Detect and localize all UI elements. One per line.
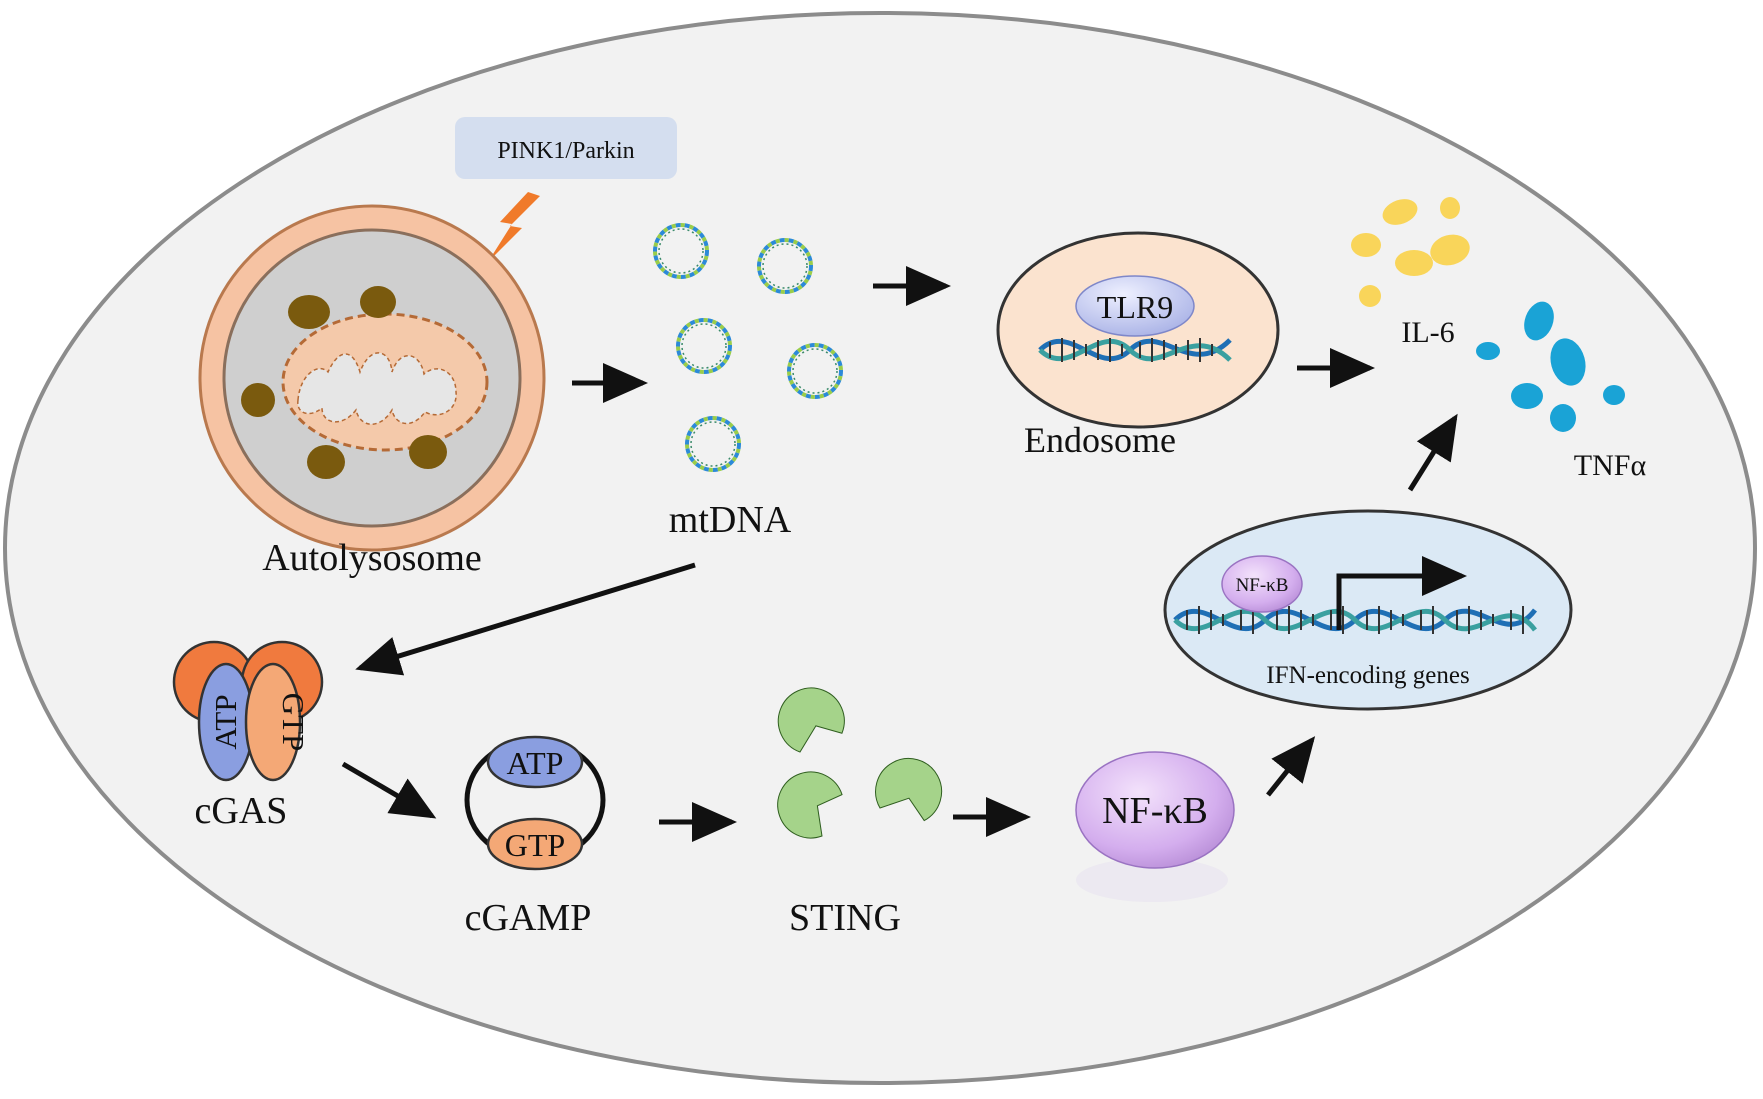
mitochondrial-cristae [297, 352, 457, 425]
cgas-atp-label: ATP [208, 694, 243, 749]
nfkb-label: NF-κB [1102, 790, 1208, 832]
gtp-molecule [244, 662, 302, 782]
pink1-parkin-box: PINK1/Parkin [455, 117, 677, 179]
tlr9-label: TLR9 [1097, 289, 1173, 325]
cgas-enzyme: ATP GTP [172, 640, 324, 782]
cgamp-atp-label: ATP [507, 745, 564, 781]
endosome: TLR9 [996, 231, 1280, 429]
il6-cytokines [1351, 197, 1470, 307]
nucleus: NF-κB IFN-encoding genes [1163, 509, 1573, 711]
granule [307, 445, 345, 479]
nucleus-dna-helix [1173, 606, 1537, 634]
sting-protein [777, 687, 845, 753]
cgamp-gtp-label: GTP [505, 827, 565, 863]
tlr9-receptor [1075, 275, 1195, 337]
pink1-parkin-label: PINK1/Parkin [497, 138, 634, 164]
endosome-dna-helix [1038, 338, 1232, 362]
lightning-icon [488, 192, 540, 262]
nfkb-bound-label: NF-κB [1236, 575, 1289, 596]
granule [360, 286, 396, 318]
arrow-nfkb-nucleus [1266, 736, 1316, 797]
autolysosome-label: Autolysosome [262, 537, 482, 579]
autolysosome [198, 204, 546, 552]
cgas-label: cGAS [195, 790, 288, 832]
cgamp-label: cGAMP [465, 897, 592, 939]
nfkb-protein: NF-κB [1075, 751, 1235, 902]
mtdna-label: mtDNA [669, 499, 792, 541]
arrow-mtdna-cgas [355, 562, 696, 676]
endosome-label: Endosome [1024, 420, 1176, 460]
sting-cluster [777, 687, 943, 839]
ifn-genes-label: IFN-encoding genes [1266, 662, 1469, 689]
cgamp-atp [486, 735, 584, 789]
cgamp-gtp [486, 817, 584, 871]
tnfa-label: TNFα [1574, 449, 1647, 482]
sting-label: STING [789, 897, 901, 939]
sting-protein [875, 758, 943, 822]
sting-protein [777, 771, 843, 839]
arrow-nucleus-cytokines [1407, 413, 1458, 492]
granule [288, 295, 330, 329]
transcription-start-arrow [1336, 556, 1467, 630]
granule [409, 435, 447, 469]
il6-label: IL-6 [1401, 316, 1454, 349]
tnf-cytokines [1476, 301, 1625, 432]
granule [241, 383, 275, 417]
cgamp-molecule: ATP GTP [464, 735, 606, 871]
arrow-cgas-cgamp [341, 761, 437, 819]
cgas-gtp-label: GTP [276, 693, 311, 752]
nfkb-bound [1221, 555, 1303, 613]
